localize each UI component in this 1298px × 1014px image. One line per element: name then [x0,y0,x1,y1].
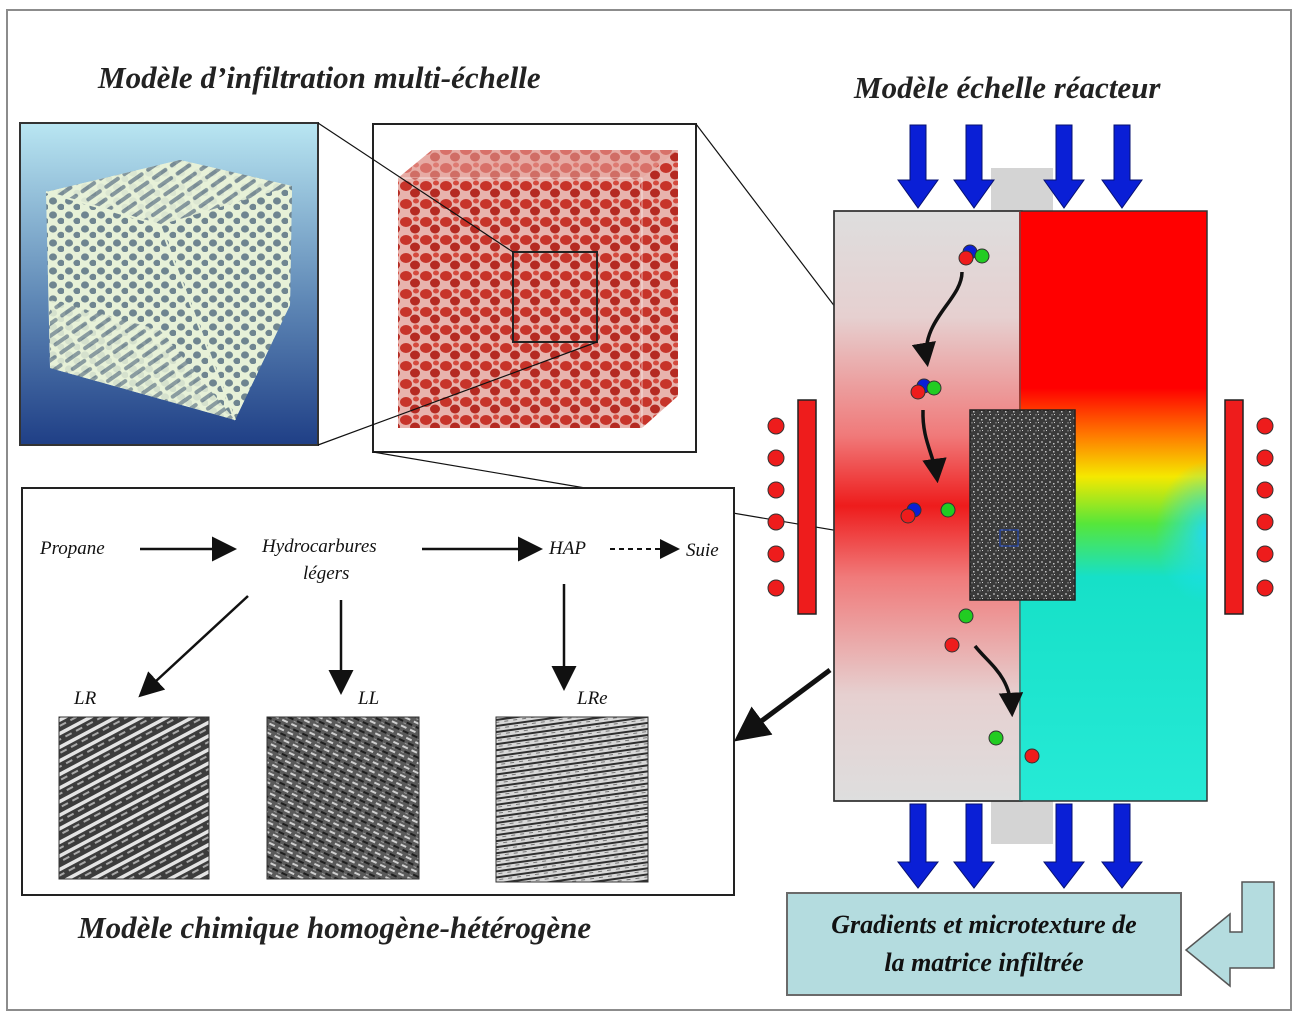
result-box: Gradients et microtexture de la matrice … [786,892,1182,996]
zoom-region [512,251,598,343]
fiber-preform-image [19,122,319,446]
reactor-to-chemistry-arrow [733,667,832,742]
texture-ll-label: LL [358,688,380,709]
multiscale-model-title: Modèle d’infiltration multi-échelle [98,60,541,95]
gas-outlet-arrows [896,803,1144,889]
molecule-paths [911,271,1024,718]
reactor-model-title: Modèle échelle réacteur [854,70,1161,105]
soot-label: Suie [686,540,719,561]
feedback-arrow [1184,881,1275,988]
heater-coils [767,417,1274,597]
texture-ll-image [266,716,420,880]
light-hydrocarbons-label: Hydrocarbures [262,536,377,557]
heater-left [797,399,817,615]
molecules [900,244,1040,764]
propane-label: Propane [40,538,105,559]
gas-inlet-arrows [897,124,1143,209]
texture-lr-label: LR [74,688,97,709]
result-line-2: la matrice infiltrée [884,948,1084,977]
heater-right [1224,399,1244,615]
reaction-arrows [138,536,680,698]
matrix-cube-image [372,123,697,453]
result-line-1: Gradients et microtexture de [831,910,1137,939]
outer-frame [6,9,1292,1011]
texture-lre-label: LRe [577,688,608,709]
chemistry-model-title: Modèle chimique homogène-hétérogène [78,910,592,945]
texture-lr-image [58,716,210,880]
light-hydrocarbons-label-2: légers [303,563,350,584]
reactor-diagram [767,124,1274,889]
texture-lre-image [495,716,649,883]
hap-label: HAP [549,538,586,559]
preform-sample [969,409,1076,601]
